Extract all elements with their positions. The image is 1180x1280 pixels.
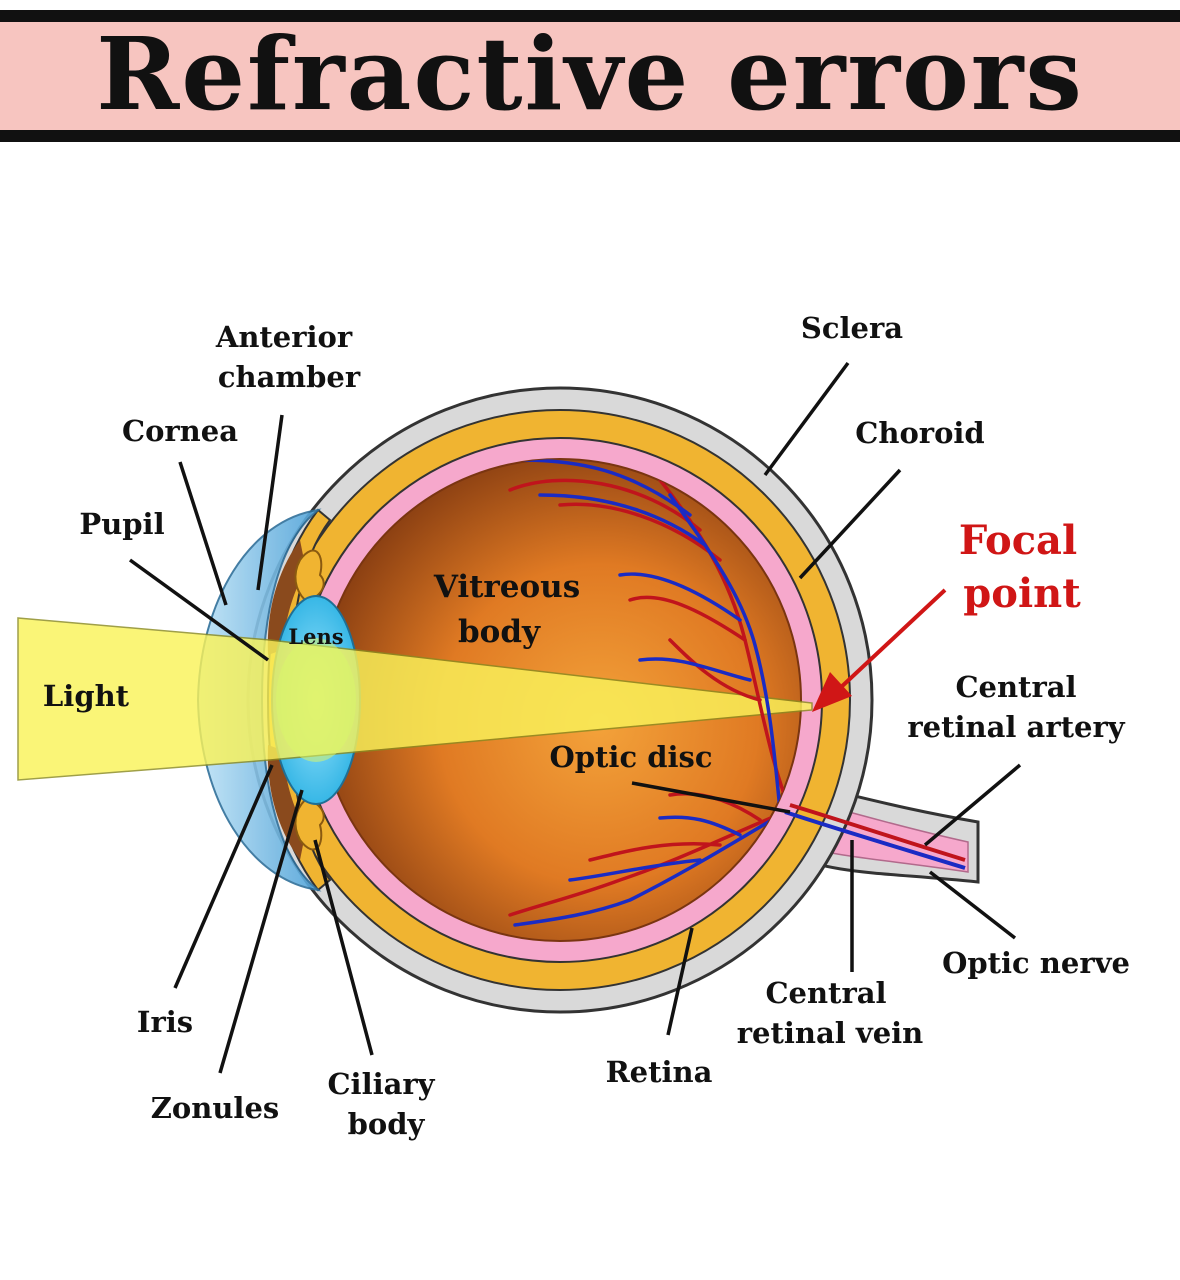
leader-retina [666,927,694,1036]
label-focal-2: point [963,570,1081,617]
label-ciliary-2: body [348,1107,426,1141]
label-central-vein-1: Central [765,976,886,1010]
lens-focus-glow [276,638,356,762]
ciliary-body-upper [294,549,325,602]
leader-optic-disc [631,781,791,814]
leader-zonules [218,789,304,1074]
label-lens: Lens [288,624,343,649]
leader-iris [173,764,274,989]
label-ciliary-1: Ciliary [327,1067,435,1101]
label-zonules: Zonules [151,1091,279,1125]
label-anterior-chamber-2: chamber [218,360,361,394]
retinal-vessels [508,459,792,927]
label-iris: Iris [137,1005,193,1039]
label-vitreous-1: Vitreous [433,569,580,605]
label-focal-1: Focal [959,517,1077,564]
label-light: Light [43,679,130,713]
leader-anterior-chamber [256,414,284,591]
label-vitreous-2: body [458,614,541,650]
focal-point-arrow [812,588,947,712]
page-title: Refractive errors [96,15,1084,133]
light-beam [17,617,813,781]
label-anterior-chamber-1: Anterior [215,320,353,354]
label-central-artery-2: retinal artery [907,710,1125,744]
central-vein-path [784,810,966,870]
leader-optic-nerve [928,870,1017,940]
label-pupil: Pupil [79,507,164,541]
leader-sclera [763,361,850,477]
central-artery-path [789,803,966,862]
label-sclera: Sclera [801,311,903,345]
label-central-vein-2: retinal vein [737,1016,924,1050]
leader-cornea [178,461,228,606]
label-optic-nerve: Optic nerve [942,946,1130,980]
leader-central-artery [923,763,1022,847]
label-retina: Retina [606,1055,713,1089]
label-central-artery-1: Central [955,670,1076,704]
leader-ciliary-body [313,839,374,1056]
leader-pupil [128,558,270,662]
label-optic-disc: Optic disc [550,740,713,774]
leader-choroid [798,468,902,580]
label-cornea: Cornea [122,414,238,448]
title-banner: Refractive errors [0,10,1180,142]
label-choroid: Choroid [855,416,984,450]
